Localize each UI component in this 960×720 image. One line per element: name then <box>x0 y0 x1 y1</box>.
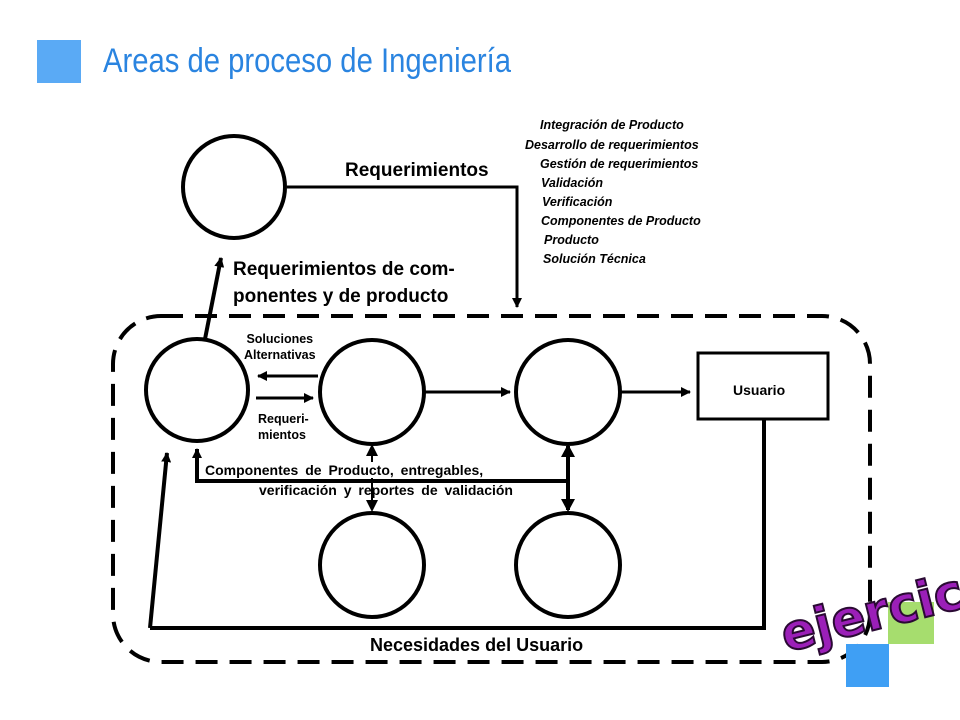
legend-item-verification: Verificación <box>542 195 613 209</box>
deliverables-arrow <box>192 448 568 483</box>
deliverables-label-line1: Componentes de Producto, entregables, <box>205 462 484 478</box>
requirements-small-label: Requeri- mientos <box>258 412 309 442</box>
legend-item-technical-solution: Solución Técnica <box>543 252 646 266</box>
legend-item-product-integration: Integración de Producto <box>540 118 684 132</box>
user-needs-label: Necesidades del Usuario <box>370 635 584 655</box>
legend-item-requirements-development: Desarrollo de requerimientos <box>525 138 699 152</box>
requirements-label: Requerimientos <box>345 160 489 181</box>
requirements-arrow <box>287 185 522 308</box>
legend-item-product-components: Componentes de Producto <box>541 214 701 228</box>
user-needs-arrow <box>148 452 172 629</box>
project-boundary <box>111 314 872 664</box>
legend-item-validation: Validación <box>541 176 604 190</box>
component-requirements-arrow <box>203 257 225 340</box>
title-accent-square <box>37 40 81 83</box>
process-circle-right <box>514 338 622 446</box>
component-requirements-label-line1: Requerimientos de com- <box>233 259 455 280</box>
process-circle-bottom-right <box>514 511 622 619</box>
exercise-stamp-icon: ejercicio <box>774 549 960 687</box>
page-title: Areas de proceso de Ingeniería <box>103 42 512 80</box>
legend-item-requirements-management: Gestión de requerimientos <box>540 157 699 171</box>
component-requirements-label-line2: ponentes y de producto <box>233 286 449 307</box>
deliverables-label-line2: verificación y reportes de validación <box>259 482 513 498</box>
user-box-label: Usuario <box>733 382 786 398</box>
process-circle-center <box>318 338 426 446</box>
process-circle-top <box>181 134 287 240</box>
user-needs-line <box>150 419 766 630</box>
process-circle-bottom-left <box>318 511 426 619</box>
process-circle-left <box>144 337 250 443</box>
legend-item-product: Producto <box>544 233 599 247</box>
alternatives-label: Soluciones Alternativas <box>244 332 316 362</box>
